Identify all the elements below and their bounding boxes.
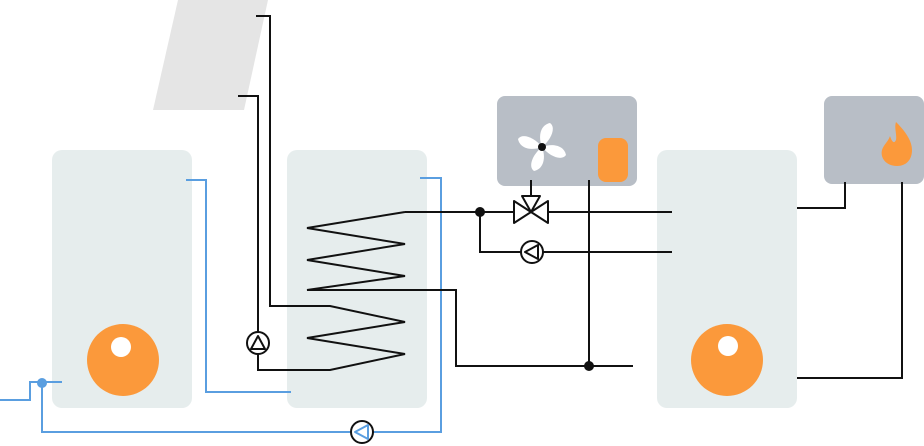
pump-icon[interactable] [350, 420, 374, 444]
solar-collector[interactable] [153, 0, 268, 110]
sensor-dot-right [718, 336, 738, 356]
fan-icon [518, 123, 566, 171]
fan-hub [538, 143, 546, 151]
sensor-dot-left [111, 337, 131, 357]
junction-dot-blue [37, 378, 47, 388]
junction-dot-top [475, 207, 485, 217]
pump-icon[interactable] [246, 331, 270, 355]
junction-dot-bottom [584, 361, 594, 371]
pump-icon[interactable] [520, 240, 544, 264]
sensor-circle-right [691, 324, 763, 396]
black-piping [238, 15, 903, 379]
storage-tank-right[interactable] [657, 150, 797, 408]
three-way-valve-icon[interactable] [513, 195, 549, 224]
sensor-circle-left [87, 324, 159, 396]
flame-icon [881, 122, 912, 166]
storage-tank-left[interactable] [52, 150, 192, 408]
cylinder-icon [598, 138, 628, 182]
